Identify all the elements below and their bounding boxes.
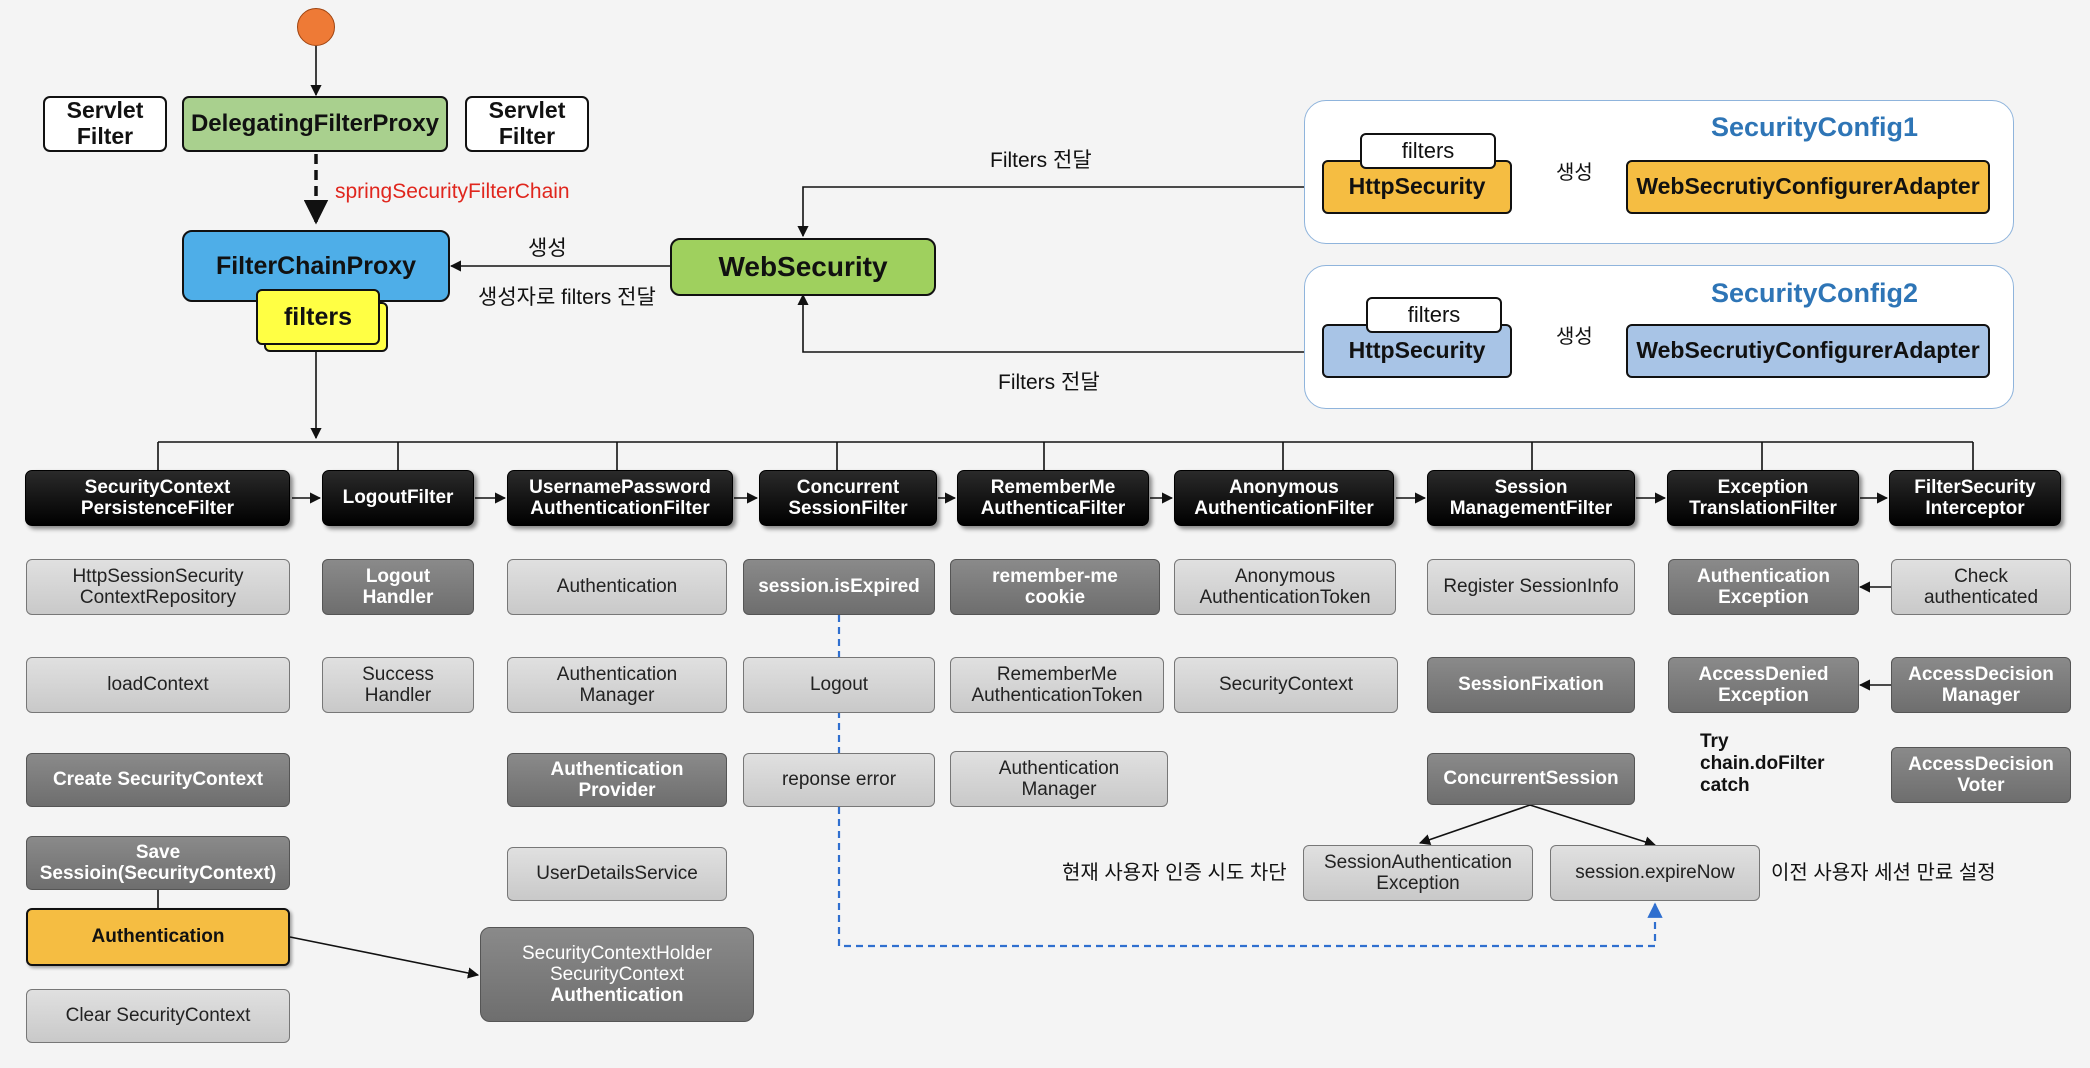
concurrent-session: ConcurrentSession: [1427, 753, 1635, 805]
creation-label: 생성: [528, 237, 567, 260]
access-denied-exception: AccessDenied Exception: [1668, 657, 1859, 713]
access-decision-manager: AccessDecision Manager: [1891, 657, 2071, 713]
sch-line2: SecurityContext: [549, 963, 685, 985]
access-decision-voter: AccessDecision Voter: [1891, 747, 2071, 803]
logout-csf: Logout: [743, 657, 935, 713]
remember-me-cookie: remember-me cookie: [950, 559, 1160, 615]
filter-exception-translation: Exception TranslationFilter: [1667, 470, 1859, 526]
filter-chain-proxy: FilterChainProxy: [182, 230, 450, 302]
web-security-configurer-adapter-1: WebSecrutiyConfigurerAdapter: [1626, 160, 1990, 214]
success-handler: Success Handler: [322, 657, 474, 713]
session-is-expired: session.isExpired: [743, 559, 935, 615]
filter-anonymous-authentication: Anonymous AuthenticationFilter: [1174, 470, 1394, 526]
remember-me-authentication-token: RememberMe AuthenticationToken: [950, 657, 1164, 713]
try-catch-label: Try chain.doFilter catch: [1700, 731, 1825, 796]
clear-security-context: Clear SecurityContext: [26, 989, 290, 1043]
session-fixation: SessionFixation: [1427, 657, 1635, 713]
web-security: WebSecurity: [670, 238, 936, 296]
http-session-security-context-repository: HttpSessionSecurity ContextRepository: [26, 559, 290, 615]
filter-security-context-persistence: SecurityContext PersistenceFilter: [25, 470, 290, 526]
servlet-filter-right: Servlet Filter: [465, 96, 589, 152]
http-security-1: HttpSecurity: [1322, 160, 1512, 214]
filters-pass-label-top: Filters 전달: [990, 149, 1092, 172]
filter-logout: LogoutFilter: [322, 470, 474, 526]
authentication-manager-upaf: Authentication Manager: [507, 657, 727, 713]
security-config1-title: SecurityConfig1: [1711, 112, 1919, 142]
start-node: [297, 8, 335, 46]
sch-line3: Authentication: [550, 985, 684, 1007]
security-config2-title: SecurityConfig2: [1711, 278, 1919, 308]
authentication-manager-remember: Authentication Manager: [950, 751, 1168, 807]
authentication-provider: Authentication Provider: [507, 753, 727, 807]
delegating-filter-proxy: DelegatingFilterProxy: [182, 96, 448, 152]
filter-remember-me: RememberMe AuthenticaFilter: [957, 470, 1149, 526]
filters-box: filters: [256, 289, 380, 345]
security-context-holder-box: SecurityContextHolder SecurityContext Au…: [480, 927, 754, 1022]
creation-label-2: 생성: [1556, 326, 1593, 348]
authentication-upaf: Authentication: [507, 559, 727, 615]
web-security-configurer-adapter-2: WebSecrutiyConfigurerAdapter: [1626, 324, 1990, 378]
session-expire-now: session.expireNow: [1550, 845, 1760, 901]
expire-previous-session-label: 이전 사용자 세션 만료 설정: [1771, 862, 1996, 884]
servlet-filter-left: Servlet Filter: [43, 96, 167, 152]
filter-concurrent-session: Concurrent SessionFilter: [759, 470, 937, 526]
logout-handler: Logout Handler: [322, 559, 474, 615]
spring-security-filter-chain-label: springSecurityFilterChain: [335, 180, 570, 203]
response-error: reponse error: [743, 753, 935, 807]
filters-pass-label-bottom: Filters 전달: [998, 371, 1100, 394]
security-context-anon: SecurityContext: [1174, 657, 1398, 713]
check-authenticated: Check authenticated: [1891, 559, 2071, 615]
filter-session-management: Session ManagementFilter: [1427, 470, 1635, 526]
authentication-highlight: Authentication: [26, 908, 290, 966]
sch-line1: SecurityContextHolder: [521, 942, 713, 964]
filter-security-interceptor: FilterSecurity Interceptor: [1889, 470, 2061, 526]
filters-tab-2: filters: [1366, 297, 1502, 333]
anonymous-authentication-token: Anonymous AuthenticationToken: [1174, 559, 1396, 615]
filter-username-password-authentication: UsernamePassword AuthenticationFilter: [507, 470, 733, 526]
save-session-security-context: Save Sessioin(SecurityContext): [26, 836, 290, 890]
block-current-user-label: 현재 사용자 인증 시도 차단: [1062, 862, 1287, 884]
pass-filters-label: 생성자로 filters 전달: [478, 286, 656, 309]
user-details-service: UserDetailsService: [507, 847, 727, 901]
filters-tab-1: filters: [1360, 133, 1496, 169]
creation-label-1: 생성: [1556, 162, 1593, 184]
session-authentication-exception: SessionAuthentication Exception: [1303, 845, 1533, 901]
load-context: loadContext: [26, 657, 290, 713]
authentication-exception: Authentication Exception: [1668, 559, 1859, 615]
register-session-info: Register SessionInfo: [1427, 559, 1635, 615]
create-security-context: Create SecurityContext: [26, 753, 290, 807]
